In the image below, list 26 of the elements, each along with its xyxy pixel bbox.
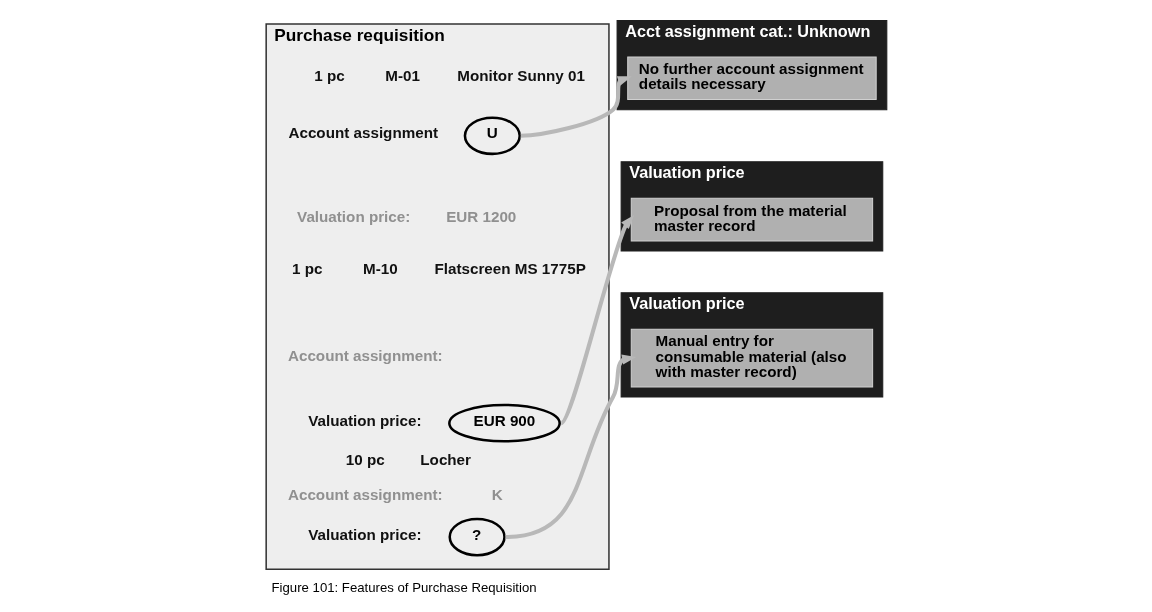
node-ellipse: EUR 900 bbox=[447, 403, 561, 443]
node-box: No further account assignment details necessary bbox=[626, 56, 877, 101]
label: EUR 1200 bbox=[445, 208, 516, 226]
arrow bbox=[520, 76, 632, 138]
caption: Figure 101: Features of Purchase Requisition bbox=[271, 579, 537, 595]
label: Account assignment bbox=[287, 124, 438, 142]
label: Valuation price: bbox=[296, 208, 410, 226]
label: 1 pc bbox=[291, 260, 322, 278]
arrow bbox=[504, 354, 636, 540]
label: Account assignment: bbox=[287, 485, 443, 503]
node-box: Manual entry for consumable material (also with master record) bbox=[630, 328, 873, 388]
label: Account assignment: bbox=[287, 346, 443, 364]
label: Locher bbox=[419, 451, 471, 469]
node-ellipse: U bbox=[463, 116, 521, 156]
label: Valuation price: bbox=[307, 411, 421, 429]
label: K bbox=[491, 485, 503, 503]
label: Valuation price: bbox=[307, 525, 421, 543]
arrow bbox=[559, 214, 634, 425]
node-box: Proposal from the material master record bbox=[630, 197, 873, 242]
label: M-10 bbox=[362, 260, 398, 278]
label: M-01 bbox=[384, 66, 420, 84]
label: 10 pc bbox=[345, 451, 385, 469]
label: 1 pc bbox=[313, 66, 345, 84]
node-ellipse: ? bbox=[447, 517, 506, 557]
label: Monitor Sunny 01 bbox=[456, 66, 585, 84]
label: Flatscreen MS 1775P bbox=[434, 260, 586, 278]
